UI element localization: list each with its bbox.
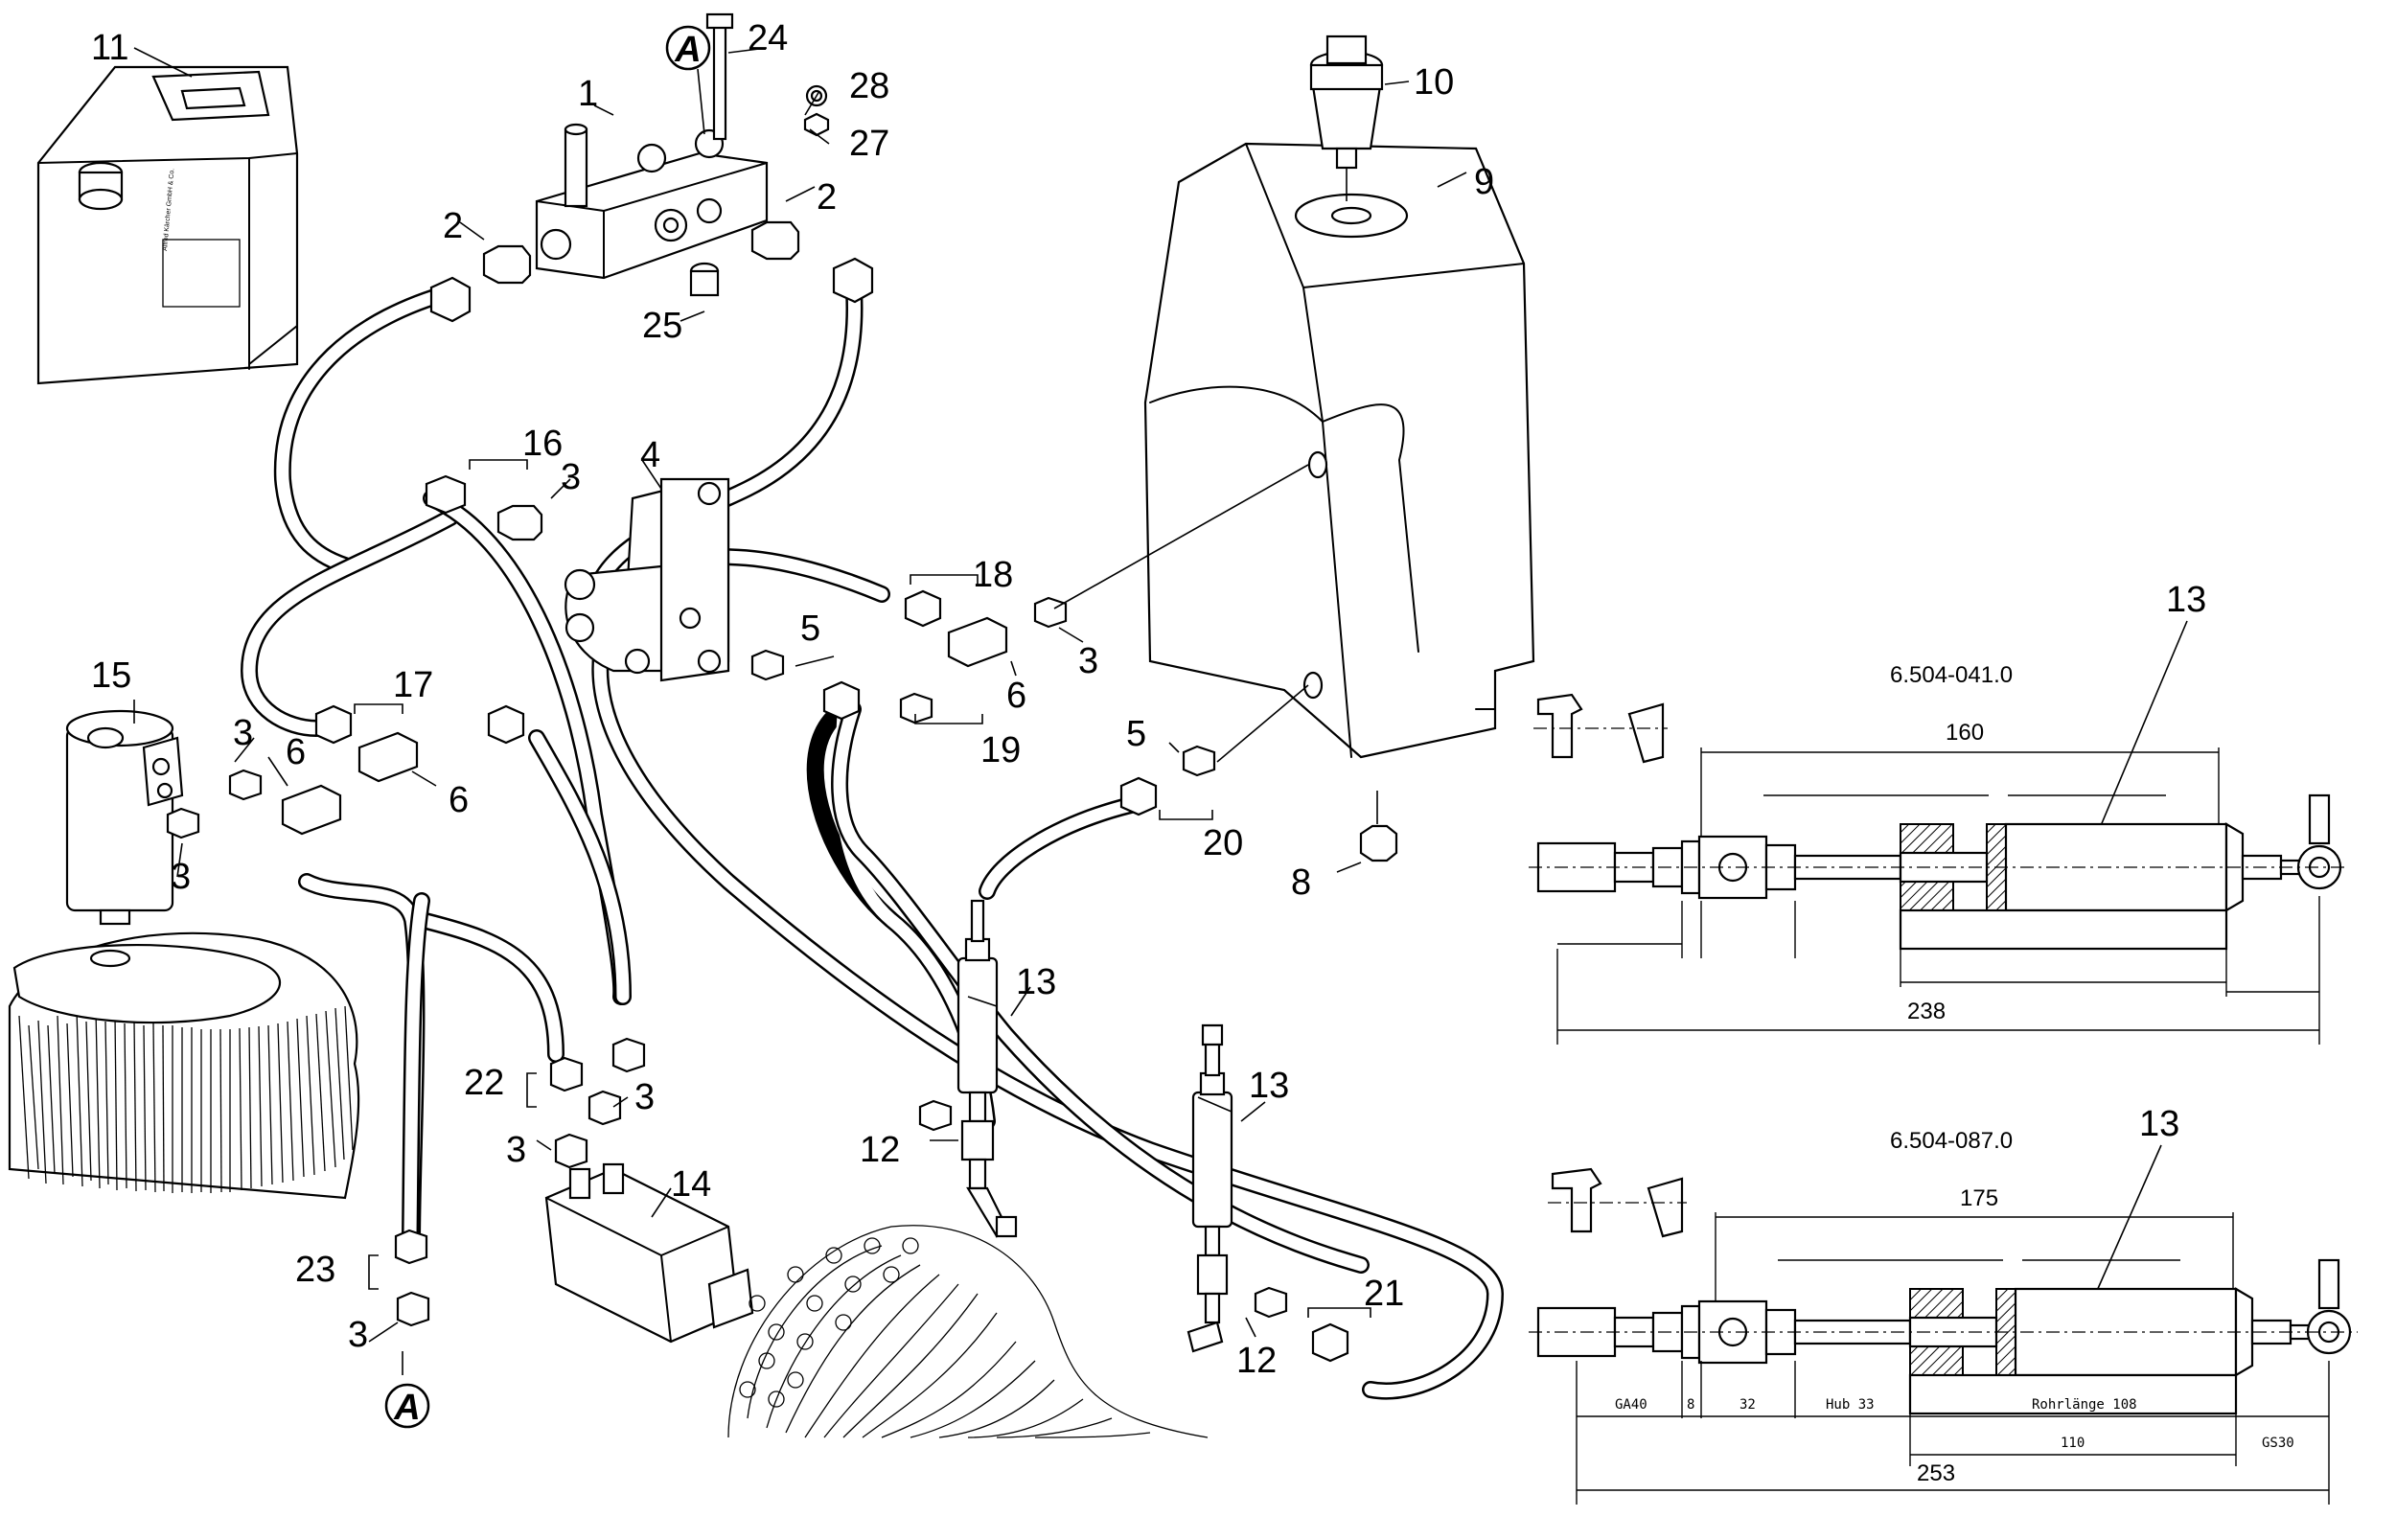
- label-25: 25: [642, 306, 682, 346]
- label-14: 14: [671, 1164, 711, 1205]
- detail-actuator-top: 6.504-041.0 13 160: [1529, 580, 2348, 1045]
- fittings: [166, 220, 1349, 1363]
- detail-bottom-dim-rohr: Rohrlänge 108: [2032, 1397, 2137, 1413]
- label-28: 28: [849, 66, 889, 106]
- detail-bottom-dim-ga40: GA40: [1615, 1397, 1647, 1413]
- label-6-right: 6: [1006, 676, 1026, 716]
- label-17: 17: [393, 665, 433, 705]
- label-22: 22: [464, 1063, 504, 1103]
- label-13-second: 13: [1249, 1066, 1289, 1106]
- detail-bottom-dim-8: 8: [1687, 1397, 1694, 1413]
- detail-top-callout: 13: [2166, 580, 2206, 620]
- reference-marker-top: A: [665, 25, 711, 135]
- hydraulic-tank: [1143, 142, 1535, 759]
- label-2-left: 2: [443, 206, 463, 246]
- detail-bottom-dim-32: 32: [1739, 1397, 1756, 1413]
- label-15: 15: [91, 655, 131, 696]
- leader-lines: [133, 47, 1467, 1375]
- label-18: 18: [973, 555, 1013, 595]
- label-8: 8: [1291, 862, 1311, 903]
- label-11: 11: [91, 28, 128, 68]
- detail-bottom-dim-253: 253: [1917, 1460, 1955, 1486]
- tank-breather: [1309, 34, 1384, 201]
- main-roller-brush: [727, 1225, 1209, 1438]
- label-21: 21: [1364, 1274, 1404, 1314]
- detail-bottom-dim-175: 175: [1960, 1185, 1998, 1211]
- label-2-right: 2: [817, 177, 837, 218]
- label-12-left: 12: [860, 1130, 900, 1170]
- hoses: [240, 269, 1505, 1400]
- label-13-main: 13: [1016, 962, 1056, 1002]
- label-3-right: 3: [1078, 641, 1098, 681]
- label-16: 16: [522, 424, 563, 464]
- part-number-labels: 11 1 24 28 27 2 2 25 10 9 16 3 4 18 5 3 …: [91, 18, 1494, 1381]
- hydraulic-pump: [564, 477, 730, 682]
- label-1: 1: [578, 74, 598, 114]
- detail-bottom-dim-gs30: GS30: [2262, 1436, 2294, 1451]
- detail-bottom-part-no: 6.504-087.0: [1890, 1128, 2013, 1154]
- label-19: 19: [980, 730, 1021, 770]
- label-9: 9: [1474, 162, 1494, 202]
- main-brush-motor: [544, 1162, 754, 1344]
- detail-top-part-no: 6.504-041.0: [1890, 662, 2013, 688]
- detail-actuator-bottom: 6.504-087.0 13 175: [1529, 1104, 2358, 1505]
- label-5-pump: 5: [800, 609, 820, 649]
- label-5-tank: 5: [1126, 714, 1146, 754]
- label-6-left: 6: [286, 732, 306, 772]
- label-3-lower: 3: [171, 857, 191, 897]
- label-3-pump: 3: [561, 457, 581, 497]
- oil-canister: Alfred Kärcher GmbH & Co.: [36, 65, 299, 385]
- detail-bottom-callout: 13: [2139, 1104, 2179, 1144]
- label-20: 20: [1203, 823, 1243, 863]
- detail-top-dim-160: 160: [1946, 720, 1984, 746]
- label-12-right: 12: [1236, 1341, 1277, 1381]
- label-3-14: 3: [506, 1130, 526, 1170]
- callout-brackets: [354, 459, 1371, 1318]
- detail-top-dim-238: 238: [1907, 999, 1946, 1024]
- drain-plug: [1359, 791, 1398, 862]
- reference-marker-bottom: A: [384, 1383, 430, 1429]
- label-3-23: 3: [348, 1315, 368, 1355]
- label-3-motor: 3: [233, 713, 253, 753]
- label-4: 4: [640, 435, 660, 475]
- ref-marker-a-bottom: A: [393, 1388, 420, 1428]
- detail-bottom-dim-110: 110: [2061, 1436, 2085, 1451]
- label-10: 10: [1414, 62, 1454, 103]
- label-23: 23: [295, 1250, 335, 1290]
- label-27: 27: [849, 124, 889, 164]
- control-valve-block: [535, 12, 830, 297]
- label-3-22: 3: [634, 1077, 655, 1117]
- label-24: 24: [748, 18, 788, 58]
- ref-marker-a-top: A: [674, 30, 701, 70]
- side-brush-assembly: [8, 709, 360, 1200]
- actuator-right: [1186, 1023, 1233, 1353]
- actuator-left: [956, 899, 1018, 1238]
- label-6-lower: 6: [449, 780, 469, 820]
- detail-bottom-dim-hub: Hub 33: [1826, 1397, 1875, 1413]
